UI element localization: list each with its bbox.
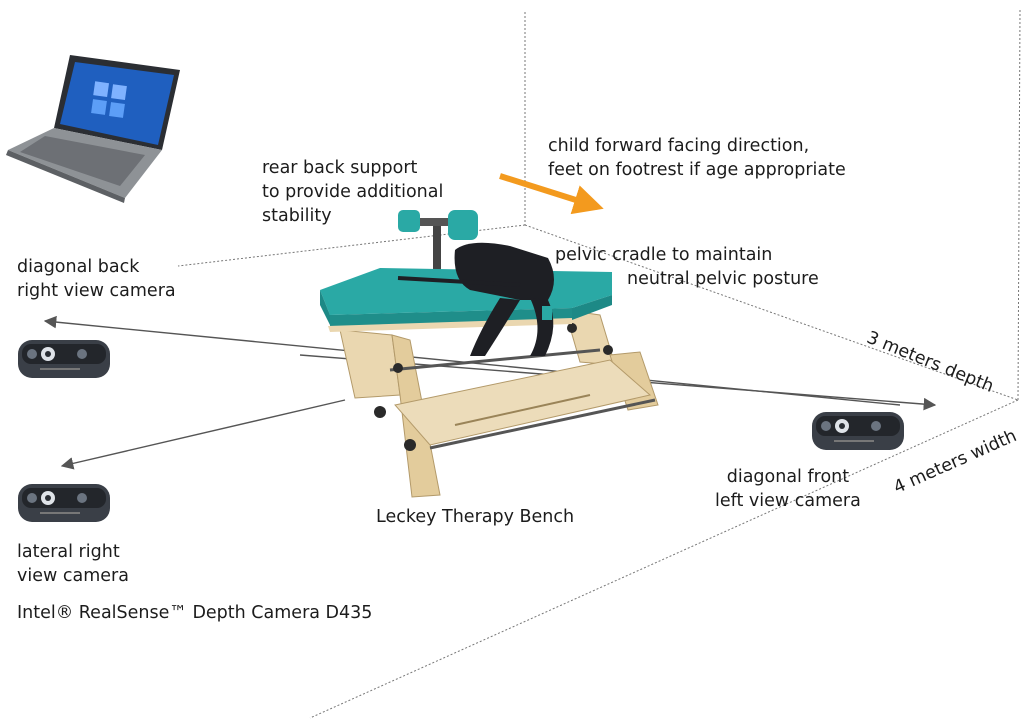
diagonal-back-line-2: right view camera: [17, 281, 176, 301]
camera-icon-back-right: [18, 340, 110, 378]
forward-direction-arrow: [499, 173, 604, 215]
rear-support-line-1: rear back support: [262, 158, 418, 178]
lateral-camera-line-2: view camera: [17, 566, 129, 586]
diagonal-back-camera-label: diagonal back right view camera: [17, 255, 176, 303]
diagonal-front-line-2: left view camera: [715, 491, 861, 511]
forward-direction-line-2: feet on footrest if age appropriate: [548, 160, 846, 180]
room-right-edge: [524, 224, 1019, 401]
lateral-camera-label: lateral right view camera: [17, 540, 129, 588]
pelvic-cradle-label: pelvic cradle to maintain neutral pelvic…: [555, 243, 819, 291]
laptop-icon: [6, 55, 180, 203]
bench-label: Leckey Therapy Bench: [376, 507, 575, 527]
diagonal-back-line-1: diagonal back: [17, 257, 140, 277]
pelvic-cradle-line-2: neutral pelvic posture: [627, 269, 819, 289]
camera-icon-front-left: [812, 412, 904, 450]
pelvic-cradle-line-1: pelvic cradle to maintain: [555, 245, 773, 265]
rear-support-label: rear back support to provide additional …: [262, 156, 443, 228]
room-front-edge: [309, 399, 1019, 719]
camera-model-label: Intel® RealSense™ Depth Camera D435: [17, 603, 373, 623]
view-arrow-lateral: [60, 399, 346, 470]
diagonal-front-line-1: diagonal front: [726, 467, 850, 487]
lateral-camera-line-1: lateral right: [17, 542, 120, 562]
therapy-bench-icon: [320, 210, 659, 498]
camera-icon-lateral-right: [18, 484, 110, 522]
forward-direction-line-1: child forward facing direction,: [548, 136, 810, 156]
diagonal-front-camera-label: diagonal front left view camera: [715, 465, 861, 513]
rear-support-line-3: stability: [262, 206, 332, 226]
room-far-vertical: [1017, 9, 1021, 401]
forward-direction-label: child forward facing direction, feet on …: [548, 134, 846, 182]
rear-support-line-2: to provide additional: [262, 182, 444, 202]
room-boundary-lines: [177, 9, 1021, 719]
